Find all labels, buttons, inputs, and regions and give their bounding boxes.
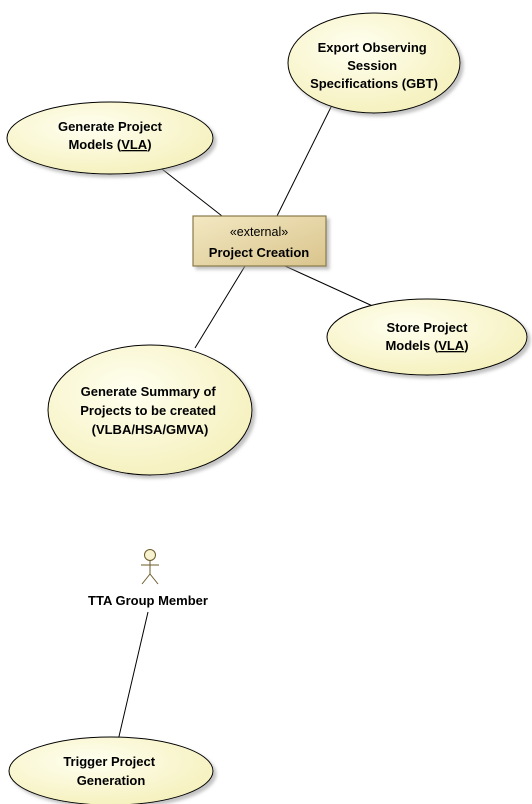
association-export-to-project-creation	[276, 102, 334, 217]
use-case-store-project-models[interactable]: Store Project Models (VLA)	[326, 298, 528, 376]
svg-text:Export Observing Session: Export Observing Session Specifications …	[310, 40, 438, 91]
use-case-summary-line-3: (VLBA/HSA/GMVA)	[92, 422, 209, 437]
use-case-summary-line-1: Generate Summary of	[81, 384, 217, 399]
external-class-project-creation[interactable]: «external» Project Creation	[192, 215, 327, 267]
use-case-trigger-project-generation[interactable]: Trigger Project Generation	[8, 736, 214, 804]
actor-tta-group-member[interactable]: TTA Group Member	[88, 549, 208, 609]
use-case-store-models-line-2: Models (VLA)	[385, 338, 468, 353]
actor-name: TTA Group Member	[88, 593, 208, 608]
use-case-generate-summary[interactable]: Generate Summary of Projects to be creat…	[47, 344, 253, 476]
class-stereotype: «external»	[230, 225, 288, 239]
class-name: Project Creation	[209, 245, 309, 260]
use-case-trigger-line-2: Generation	[77, 773, 146, 788]
use-case-summary-line-2: Projects to be created	[80, 403, 216, 418]
use-case-trigger-line-1: Trigger Project	[63, 754, 155, 769]
use-case-generate-project-models[interactable]: Generate Project Models (VLA)	[6, 101, 214, 175]
use-case-store-models-line-1: Store Project	[387, 320, 469, 335]
association-actor-to-trigger	[116, 611, 149, 746]
svg-text:Trigger Project Generati: Trigger Project Generation	[63, 754, 158, 788]
vla-link[interactable]: VLA	[438, 338, 465, 353]
use-case-export-line-3: Specifications (GBT)	[310, 76, 438, 91]
actor-stick-figure-icon	[141, 549, 159, 585]
use-case-export-line-2: Session	[347, 58, 397, 73]
vla-link[interactable]: VLA	[121, 137, 148, 152]
use-case-generate-models-line-2: Models (VLA)	[68, 137, 151, 152]
association-store-models-to-project-creation	[284, 265, 378, 309]
association-summary-to-project-creation	[194, 265, 246, 349]
svg-text:Generate Summary of Proj: Generate Summary of Projects to be creat…	[80, 384, 219, 437]
use-case-export-observing[interactable]: Export Observing Session Specifications …	[287, 12, 461, 114]
use-case-export-line-1: Export Observing	[318, 40, 427, 55]
association-generate-models-to-project-creation	[152, 161, 223, 217]
use-case-generate-models-line-1: Generate Project	[58, 119, 163, 134]
